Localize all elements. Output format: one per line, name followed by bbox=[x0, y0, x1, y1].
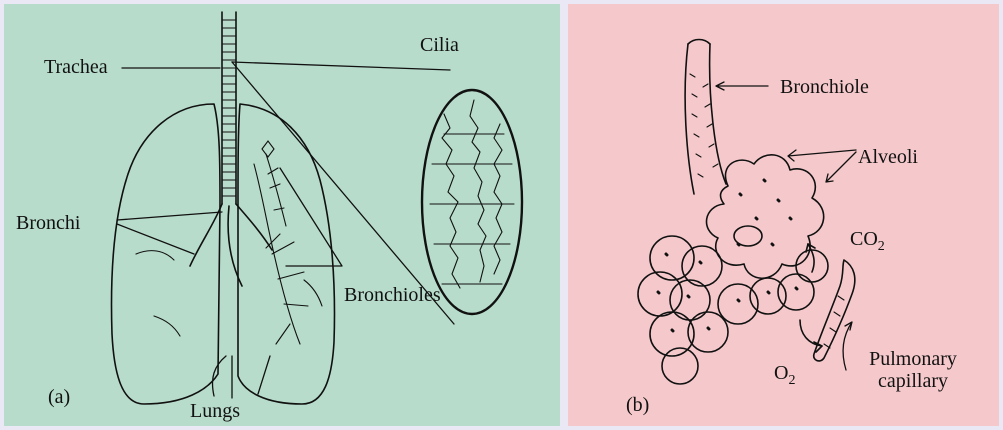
bronchi-label: Bronchi bbox=[16, 212, 80, 234]
co2-label: CO2 bbox=[850, 228, 885, 258]
trachea-label: Trachea bbox=[44, 56, 108, 78]
bronchioles-label: Bronchioles bbox=[344, 284, 441, 306]
panel-b-tag: (b) bbox=[626, 394, 649, 416]
panel-a-respiratory-system: Cilia Trachea Bronchi Bronchioles Lungs … bbox=[4, 4, 560, 426]
pulmonary-capillary-label: Pulmonary capillary bbox=[858, 348, 968, 392]
alveoli-label: Alveoli bbox=[858, 146, 918, 168]
o2-label: O2 bbox=[774, 362, 795, 392]
bronchioles-drawing bbox=[254, 141, 308, 344]
bronchiole-drawing bbox=[685, 40, 726, 195]
co2-base: CO bbox=[850, 228, 878, 250]
right-lung-drawing bbox=[238, 104, 334, 404]
cilia-magnified-drawing bbox=[422, 90, 522, 314]
o2-subscript: 2 bbox=[788, 373, 795, 388]
co2-subscript: 2 bbox=[878, 239, 885, 254]
leader-lines-b bbox=[716, 82, 856, 370]
bronchi-drawing bbox=[190, 204, 272, 286]
lungs-label: Lungs bbox=[190, 400, 240, 422]
o2-base: O bbox=[774, 362, 788, 384]
pulmonary-label-line2: capillary bbox=[858, 370, 968, 392]
alveoli-cluster-drawing bbox=[638, 155, 828, 384]
leader-lines bbox=[117, 62, 454, 398]
trachea-drawing bbox=[222, 12, 236, 204]
panel-a-tag: (a) bbox=[48, 386, 70, 408]
cilia-label: Cilia bbox=[420, 34, 459, 56]
alveoli-dots bbox=[658, 180, 797, 331]
pulmonary-label-line1: Pulmonary bbox=[858, 348, 968, 370]
bronchiole-label: Bronchiole bbox=[780, 76, 869, 98]
panel-b-alveoli: Bronchiole Alveoli CO2 O2 Pulmonary capi… bbox=[568, 4, 999, 426]
